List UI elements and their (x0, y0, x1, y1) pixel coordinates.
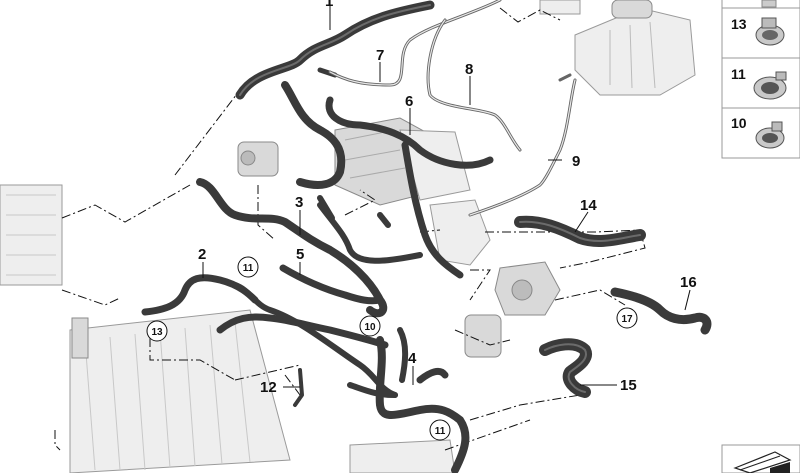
callout-8: 8 (465, 61, 473, 78)
callout-labels: 1 7 8 6 9 3 5 2 4 12 14 15 16 (198, 0, 697, 396)
circled-callout-11-upper: 11 (237, 256, 259, 278)
svg-text:13: 13 (151, 327, 163, 338)
electric-water-pump (237, 141, 279, 177)
legend-row-11: 11 (721, 57, 800, 109)
parts-legend: 13 11 10 (721, 0, 800, 159)
callout-12: 12 (260, 379, 277, 396)
callout-7: 7 (376, 47, 384, 64)
circled-callouts: 11 13 10 17 11 (146, 256, 638, 441)
legend-row-10: 10 (721, 107, 800, 159)
radiator-bottom-right (349, 439, 456, 473)
expansion-tank (558, 0, 696, 96)
svg-text:17: 17 (621, 314, 633, 325)
scale-symbol-box (721, 444, 800, 473)
legend-row-13: 13 (721, 7, 800, 59)
clamp-10-icon (755, 121, 785, 149)
water-pump-lower (494, 261, 561, 316)
circled-callout-11-lower: 11 (429, 419, 451, 441)
hoses (141, 0, 712, 473)
callout-1: 1 (325, 0, 333, 10)
callout-9: 9 (572, 153, 580, 170)
intake-manifold (429, 199, 491, 266)
legend-cell-top (721, 0, 800, 9)
legend-label-11: 11 (731, 66, 746, 82)
callout-2: 2 (198, 246, 206, 263)
thin-pipes (328, 0, 577, 217)
radiator-main (69, 309, 291, 473)
svg-text:10: 10 (364, 322, 376, 333)
auxiliary-pump (464, 314, 502, 358)
callout-14: 14 (580, 197, 597, 214)
circled-callout-13: 13 (146, 320, 168, 342)
legend-label-10: 10 (731, 115, 747, 131)
clamp-13-icon (755, 17, 785, 46)
circled-callout-17: 17 (616, 307, 638, 329)
callout-6: 6 (405, 93, 413, 110)
tank-top-part (539, 0, 581, 15)
callout-5: 5 (296, 246, 304, 263)
legend-label-13: 13 (731, 16, 747, 32)
callout-4: 4 (408, 350, 417, 367)
leader-lines (202, 6, 691, 388)
callout-16: 16 (680, 274, 697, 291)
svg-text:11: 11 (243, 263, 254, 274)
svg-text:11: 11 (435, 426, 446, 437)
clamp-11-icon (753, 71, 787, 100)
circled-callout-10: 10 (359, 315, 381, 337)
callout-15: 15 (620, 377, 637, 394)
radiator-left (0, 184, 63, 286)
callout-3: 3 (295, 194, 303, 211)
